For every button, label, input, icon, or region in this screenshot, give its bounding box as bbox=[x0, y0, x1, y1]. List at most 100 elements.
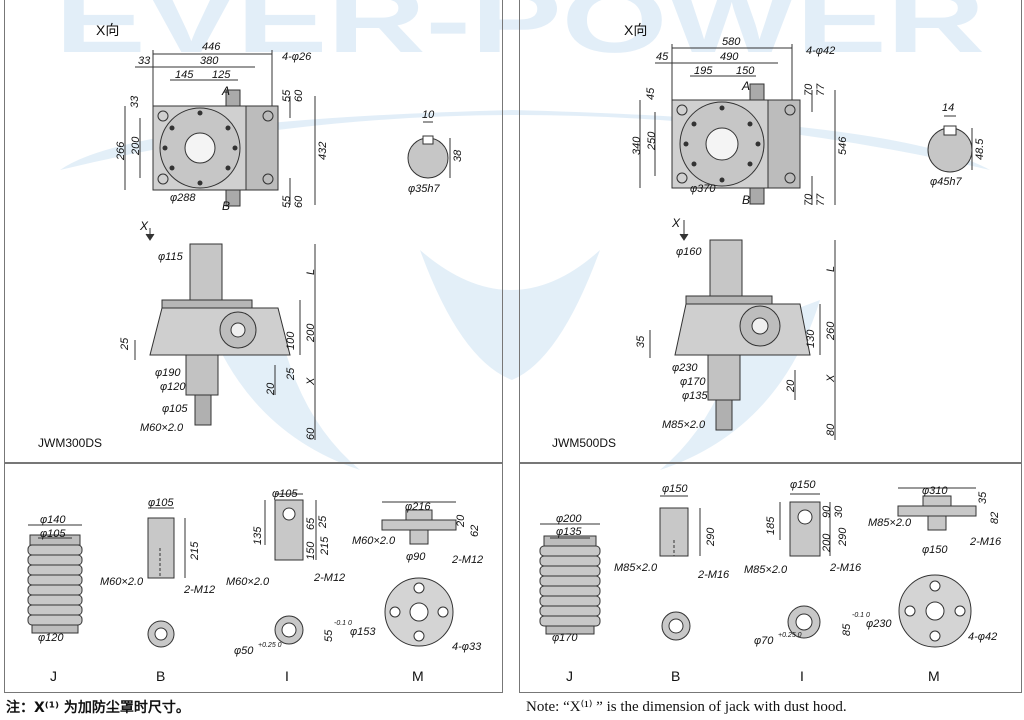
right-model-label: JWM500DS bbox=[552, 436, 617, 450]
side-d120: φ120 bbox=[160, 381, 186, 393]
dim-offset: 125 bbox=[212, 69, 231, 81]
r-acc-m-m16: 2-M16 bbox=[970, 536, 1002, 548]
r-acc-i-h185: 185 bbox=[765, 516, 777, 535]
acc-i-m12: 2-M12 bbox=[314, 572, 346, 584]
r-dim-pcd: φ370 bbox=[690, 183, 716, 195]
r-acc-m-d230: φ230 bbox=[866, 618, 892, 630]
dim-pcd: φ288 bbox=[170, 192, 196, 204]
dim-edge: 33 bbox=[138, 55, 151, 67]
right-top-view bbox=[639, 44, 836, 205]
acc-b-label: B bbox=[156, 668, 166, 684]
left-side-view bbox=[134, 228, 316, 440]
acc-i-tol2: -0.1 0 bbox=[334, 620, 352, 627]
r-acc-i-m16: 2-M16 bbox=[830, 562, 862, 574]
side-x-label: X bbox=[140, 219, 149, 233]
r-acc-j-d170: φ170 bbox=[552, 632, 578, 644]
right-accessory-panel bbox=[519, 463, 1022, 693]
acc-i-thread: M60×2.0 bbox=[226, 576, 270, 588]
r-marker-b: B bbox=[742, 193, 751, 207]
r-marker-a: A bbox=[742, 79, 751, 93]
dim-inner: 380 bbox=[200, 55, 219, 67]
acc-i-label: I bbox=[285, 668, 289, 684]
note-chinese: 注：X⁽¹⁾ 为加防尘罩时尺寸。 bbox=[6, 700, 190, 716]
dim-half: 145 bbox=[175, 69, 194, 81]
right-x-view-label: X向 bbox=[624, 22, 648, 38]
acc-j-d105: φ105 bbox=[40, 528, 66, 540]
r-acc-m-h82: 82 bbox=[989, 511, 1001, 524]
right-key-section bbox=[927, 115, 973, 173]
left-drawing-panel bbox=[4, 0, 503, 463]
acc-i-d105: φ105 bbox=[272, 488, 298, 500]
marker-a: A bbox=[222, 84, 231, 98]
r-acc-i-h85: 85 bbox=[841, 623, 853, 636]
r-acc-i-h200: 200 bbox=[821, 533, 833, 552]
acc-i-d50: φ50 bbox=[234, 645, 254, 657]
svg-text:EVER-POWER: EVER-POWER bbox=[55, 0, 985, 72]
r-acc-i-w30: 30 bbox=[833, 505, 845, 518]
r-acc-m-holes: 4-φ42 bbox=[968, 631, 998, 643]
r-acc-b-d150: φ150 bbox=[662, 483, 688, 495]
side-d190: φ190 bbox=[155, 367, 181, 379]
x-view-label: X向 bbox=[96, 22, 120, 38]
r-acc-i-tol2: -0.1 0 bbox=[852, 612, 870, 619]
r-dim-offset: 150 bbox=[736, 65, 755, 77]
r-acc-m-label: M bbox=[928, 668, 940, 684]
r-acc-i-h90: 90 bbox=[821, 505, 833, 518]
r-side-d170: φ170 bbox=[680, 376, 706, 388]
r-acc-i-tol: +0.25 0 bbox=[778, 632, 802, 639]
r-acc-i-d150: φ150 bbox=[790, 479, 816, 491]
acc-m-m12: 2-M12 bbox=[452, 554, 484, 566]
acc-j-label: J bbox=[50, 668, 57, 684]
r-dim-overall: 580 bbox=[722, 36, 741, 48]
r-side-d135: φ135 bbox=[682, 390, 708, 402]
key-diameter: φ35h7 bbox=[408, 183, 440, 195]
r-acc-j-d200: φ200 bbox=[556, 513, 582, 525]
left-top-view bbox=[124, 50, 316, 207]
side-thread: M60×2.0 bbox=[140, 422, 184, 434]
note-english: Note: “X⁽¹⁾ ” is the dimension of jack w… bbox=[526, 699, 847, 715]
r-dim-holes: 4-φ42 bbox=[806, 45, 836, 57]
side-d115: φ115 bbox=[158, 251, 183, 263]
dim-holes: 4-φ26 bbox=[282, 51, 312, 63]
r-acc-m-d310: φ310 bbox=[922, 485, 948, 497]
r-side-thread: M85×2.0 bbox=[662, 419, 706, 431]
r-acc-b-m16: 2-M16 bbox=[698, 569, 730, 581]
r-key-width: 14 bbox=[942, 102, 955, 114]
acc-m-thread: M60×2.0 bbox=[352, 535, 396, 547]
marker-b: B bbox=[222, 199, 231, 213]
r-acc-j-d135: φ135 bbox=[556, 526, 582, 538]
r-side-d230: φ230 bbox=[672, 362, 698, 374]
r-dim-edge: 45 bbox=[656, 51, 669, 63]
r-acc-b-h290: 290 bbox=[705, 527, 717, 546]
r-acc-i-thread: M85×2.0 bbox=[744, 564, 788, 576]
acc-b-m12: 2-M12 bbox=[184, 584, 216, 596]
model-label: JWM300DS bbox=[38, 436, 103, 450]
r-dim-half: 195 bbox=[694, 65, 713, 77]
acc-b-thread: M60×2.0 bbox=[100, 576, 144, 588]
acc-m-d153: φ153 bbox=[350, 626, 376, 638]
right-side-view bbox=[649, 220, 836, 440]
right-drawing-panel bbox=[519, 0, 1022, 463]
r-side-d160: φ160 bbox=[676, 246, 702, 258]
left-accessory-panel bbox=[4, 463, 503, 693]
r-acc-m-h35: 35 bbox=[977, 491, 989, 504]
r-dim-inner: 490 bbox=[720, 51, 739, 63]
acc-m-d90: φ90 bbox=[406, 551, 426, 563]
acc-j-d120: φ120 bbox=[38, 632, 64, 644]
r-acc-j-label: J bbox=[566, 668, 573, 684]
acc-m-label: M bbox=[412, 668, 424, 684]
acc-i-tol: +0.25 0 bbox=[258, 642, 282, 649]
r-acc-i-h290: 290 bbox=[837, 527, 849, 546]
acc-m-d216: φ216 bbox=[405, 501, 431, 513]
side-d105: φ105 bbox=[162, 403, 188, 415]
r-acc-i-label: I bbox=[800, 668, 804, 684]
left-key-section bbox=[407, 121, 451, 179]
r-acc-m-thread: M85×2.0 bbox=[868, 517, 912, 529]
key-width: 10 bbox=[422, 109, 435, 121]
r-acc-b-label: B bbox=[671, 668, 681, 684]
r-side-x-label: X bbox=[672, 216, 681, 230]
acc-b-d105: φ105 bbox=[148, 497, 174, 509]
r-acc-m-d150: φ150 bbox=[922, 544, 948, 556]
acc-m-holes: 4-φ33 bbox=[452, 641, 482, 653]
